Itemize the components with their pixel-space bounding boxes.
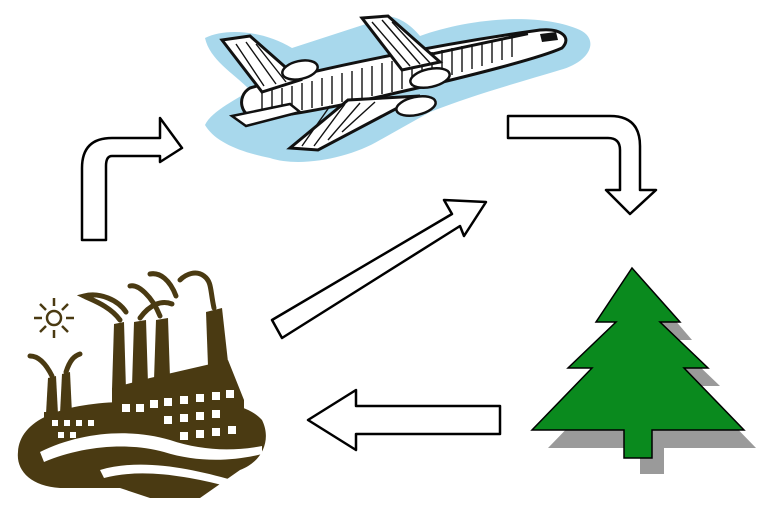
pine-tree-icon: [532, 268, 756, 474]
factory-sun: [34, 298, 74, 338]
arrow-airplane-to-tree-bent: [508, 116, 656, 214]
arrow-factory-to-airplane-bent: [82, 118, 182, 240]
arrow-tree-to-factory: [308, 390, 500, 450]
airplane-icon: [205, 16, 590, 162]
factory-icon: [18, 273, 266, 498]
arrow-factory-to-airplane-straight: [272, 200, 486, 338]
tree-body: [532, 268, 744, 458]
